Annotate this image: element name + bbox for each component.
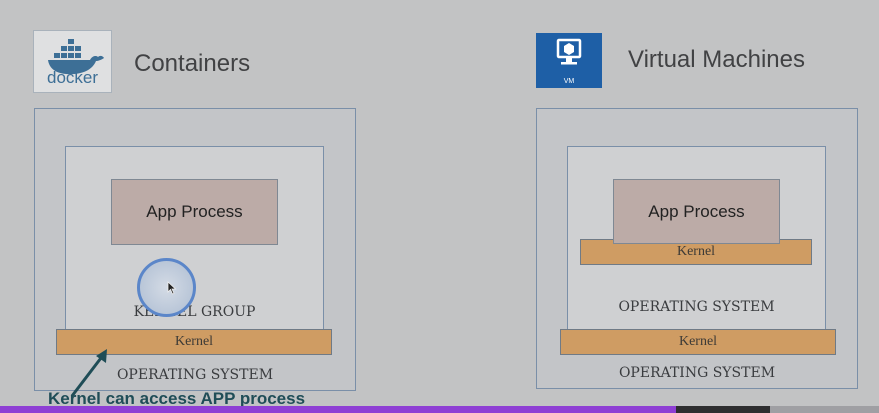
cursor-highlight [137, 258, 196, 317]
docker-logo-text: docker [46, 68, 99, 87]
host-os-label: OPERATING SYSTEM [618, 365, 776, 381]
mouse-cursor-icon [167, 281, 177, 295]
vm-monitor-icon [556, 38, 582, 65]
container-app-process: App Process [111, 179, 278, 245]
virtual-machines-title: Virtual Machines [628, 46, 805, 73]
vm-logo-text: VM [563, 78, 575, 85]
video-buffer-bar[interactable] [676, 406, 770, 413]
kernel-access-annotation: Kernel can access APP process [48, 389, 306, 408]
kernel-group-label: KERNEL GROUP [133, 304, 256, 320]
docker-whale-icon [48, 39, 104, 75]
docker-logo: docker [33, 30, 112, 93]
container-os-label: OPERATING SYSTEM [116, 367, 274, 383]
containers-title: Containers [134, 50, 251, 77]
container-kernel-bar: Kernel [56, 329, 332, 355]
video-remaining-bar[interactable] [770, 406, 879, 413]
vm-logo: VM [536, 33, 602, 88]
video-progress-bar[interactable] [0, 406, 676, 413]
guest-os-label: OPERATING SYSTEM [618, 299, 775, 315]
vm-app-process: App Process [613, 179, 780, 244]
host-kernel-bar: Kernel [560, 329, 836, 355]
